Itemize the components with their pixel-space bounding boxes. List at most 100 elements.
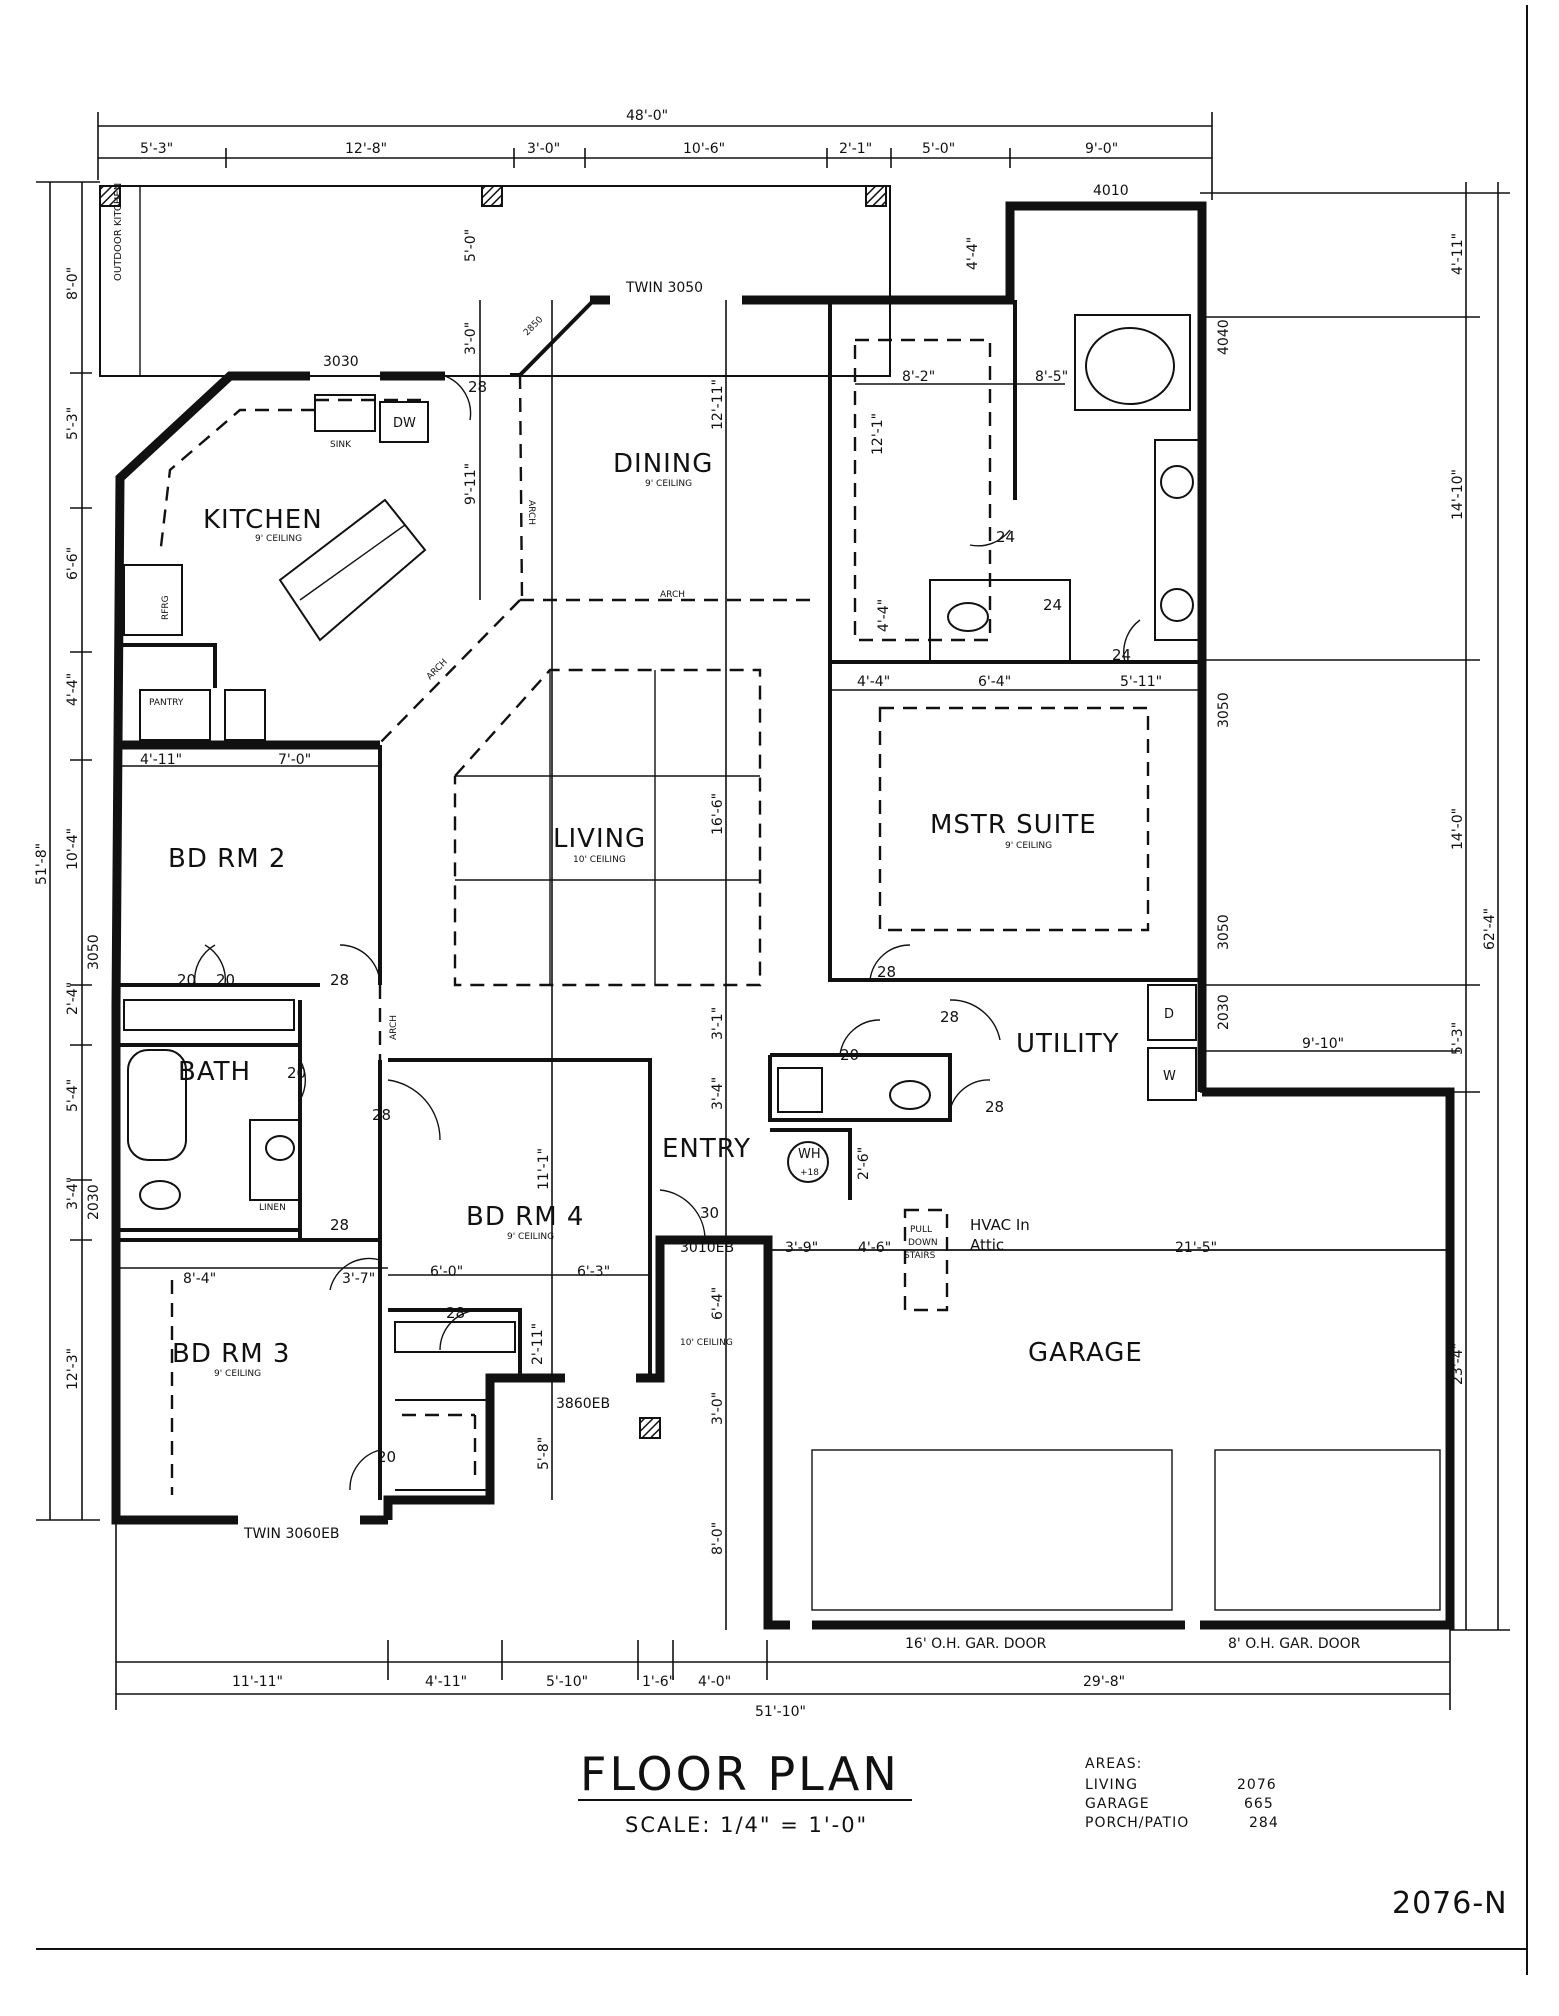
left-dimension: 6'-6" [65, 547, 81, 580]
dining-ceiling: 9' CEILING [645, 479, 692, 489]
interior-dimension: 8'-0" [710, 1522, 726, 1555]
interior-dimension: 4'-4" [857, 674, 890, 690]
left-dimension: 3'-4" [65, 1177, 81, 1210]
interior-dimension: 5'-8" [536, 1437, 552, 1470]
garage-label: GARAGE [1028, 1338, 1143, 1368]
area-value: 2076 [1237, 1777, 1277, 1793]
interior-dimension: 6'-4" [978, 674, 1011, 690]
bottom-dimension: 1'-6" [642, 1674, 675, 1690]
window-3030: 3030 [323, 354, 359, 370]
bedroom-2-label: BD RM 2 [168, 844, 286, 874]
dining-label: DINING [613, 449, 713, 479]
window-twin-3050: TWIN 3050 [625, 280, 703, 296]
porch-post [639, 1417, 661, 1439]
toilet [889, 1080, 931, 1110]
left-dimension: 5'-4" [65, 1079, 81, 1112]
right-dimension: 23'-4" [1450, 1343, 1466, 1385]
bedroom-4-ceiling: 9' CEILING [507, 1232, 554, 1242]
interior-dimension: 4'-11" [140, 752, 182, 768]
door-size: 24 [1043, 596, 1062, 614]
water-heater [787, 1141, 829, 1183]
door-size: 28 [330, 971, 349, 989]
water-heater-label: WH [798, 1147, 821, 1162]
arch-label: ARCH [526, 500, 536, 525]
arch-label: ARCH [660, 590, 685, 600]
plan-scale: SCALE: 1/4" = 1'-0" [625, 1813, 868, 1837]
left-dimension-lines [36, 181, 100, 1521]
interior-dimension: 16'-6" [710, 793, 726, 835]
interior-dimension: 6'-3" [577, 1264, 610, 1280]
door-size: 20 [216, 971, 235, 989]
door-size: 28 [330, 1216, 349, 1234]
window-2030-left: 2030 [86, 1184, 102, 1220]
bottom-dimension: 5'-10" [546, 1674, 588, 1690]
right-dimension: 14'-10" [1450, 469, 1466, 520]
utility-label: UTILITY [1016, 1029, 1120, 1059]
water-heater-sub: +18 [800, 1168, 819, 1178]
outdoor-kitchen-label: OUTDOOR KITCHEN [113, 183, 124, 281]
left-dimension: 4'-4" [65, 673, 81, 706]
interior-dimension: 2'-6" [856, 1147, 872, 1180]
interior-dimension: 6'-4" [710, 1287, 726, 1320]
bath-sink [265, 1135, 295, 1161]
interior-dimension: 9'-10" [1302, 1036, 1344, 1052]
top-dimension: 3'-0" [527, 141, 560, 157]
interior-dimension: 12'-1" [870, 413, 886, 455]
interior-dimension: 4'-4" [965, 237, 981, 270]
master-suite-label: MSTR SUITE [930, 810, 1097, 840]
area-label: LIVING [1085, 1777, 1138, 1793]
interior-dimension: 7'-0" [278, 752, 311, 768]
left-dimension: 8'-0" [65, 267, 81, 300]
toilet [139, 1180, 181, 1210]
door-size: 28 [985, 1098, 1004, 1116]
top-dimension-lines [97, 112, 1213, 200]
door-size: 28 [446, 1304, 465, 1322]
toilet [947, 602, 989, 632]
top-dimension: 5'-3" [140, 141, 173, 157]
entry-label: ENTRY [662, 1134, 751, 1164]
bedroom-4-label: BD RM 4 [466, 1202, 584, 1232]
interior-dimension: 3'-9" [785, 1240, 818, 1256]
bottom-dimension: 29'-8" [1083, 1674, 1125, 1690]
plan-code: 2076-N [1392, 1886, 1508, 1921]
master-sink-1 [1160, 465, 1194, 499]
bottom-dimension-lines [115, 1520, 1451, 1710]
interior-dimension: 6'-0" [430, 1264, 463, 1280]
interior-dimension: 9'-11" [463, 463, 479, 505]
area-value: 665 [1244, 1796, 1274, 1812]
dishwasher-label: DW [393, 416, 416, 431]
bath-label: BATH [178, 1057, 251, 1087]
door-size: 20 [377, 1448, 396, 1466]
areas-heading: AREAS: [1085, 1756, 1142, 1772]
window-4010: 4010 [1093, 183, 1129, 199]
right-dimension: 5'-3" [1450, 1022, 1466, 1055]
entry-ceiling: 10' CEILING [680, 1338, 733, 1348]
interior-dimension: 8'-5" [1035, 369, 1068, 385]
top-dimension: 9'-0" [1085, 141, 1118, 157]
kitchen-label: KITCHEN [203, 505, 323, 535]
arch-label: ARCH [389, 1015, 399, 1040]
master-sink-2 [1160, 588, 1194, 622]
interior-dimension: 3'-0" [710, 1392, 726, 1425]
master-bathtub [1085, 327, 1175, 405]
right-dimension: 14'-0" [1450, 808, 1466, 850]
right-dimension-lines [1200, 182, 1510, 1631]
master-suite-ceiling: 9' CEILING [1005, 841, 1052, 851]
interior-dimension: 4'-4" [876, 599, 892, 632]
pantry-label: PANTRY [149, 698, 184, 708]
window-3010eb: 3010EB [680, 1240, 734, 1256]
interior-dimension: 21'-5" [1175, 1240, 1217, 1256]
interior-dimension: 2'-11" [530, 1323, 546, 1365]
living-ceiling: 10' CEILING [573, 855, 626, 865]
interior-dimension: 3'-7" [342, 1271, 375, 1287]
patio-post [99, 185, 121, 207]
door-size: 20 [177, 971, 196, 989]
interior-dimension: 3'-0" [463, 322, 479, 355]
interior-dimension: 8'-2" [902, 369, 935, 385]
bedroom-3-ceiling: 9' CEILING [214, 1369, 261, 1379]
left-dimension: 10'-4" [65, 828, 81, 870]
bottom-dimension: 4'-11" [425, 1674, 467, 1690]
dryer-label: D [1164, 1007, 1174, 1022]
plan-title: FLOOR PLAN [580, 1747, 900, 1801]
window-3050-left: 3050 [86, 934, 102, 970]
